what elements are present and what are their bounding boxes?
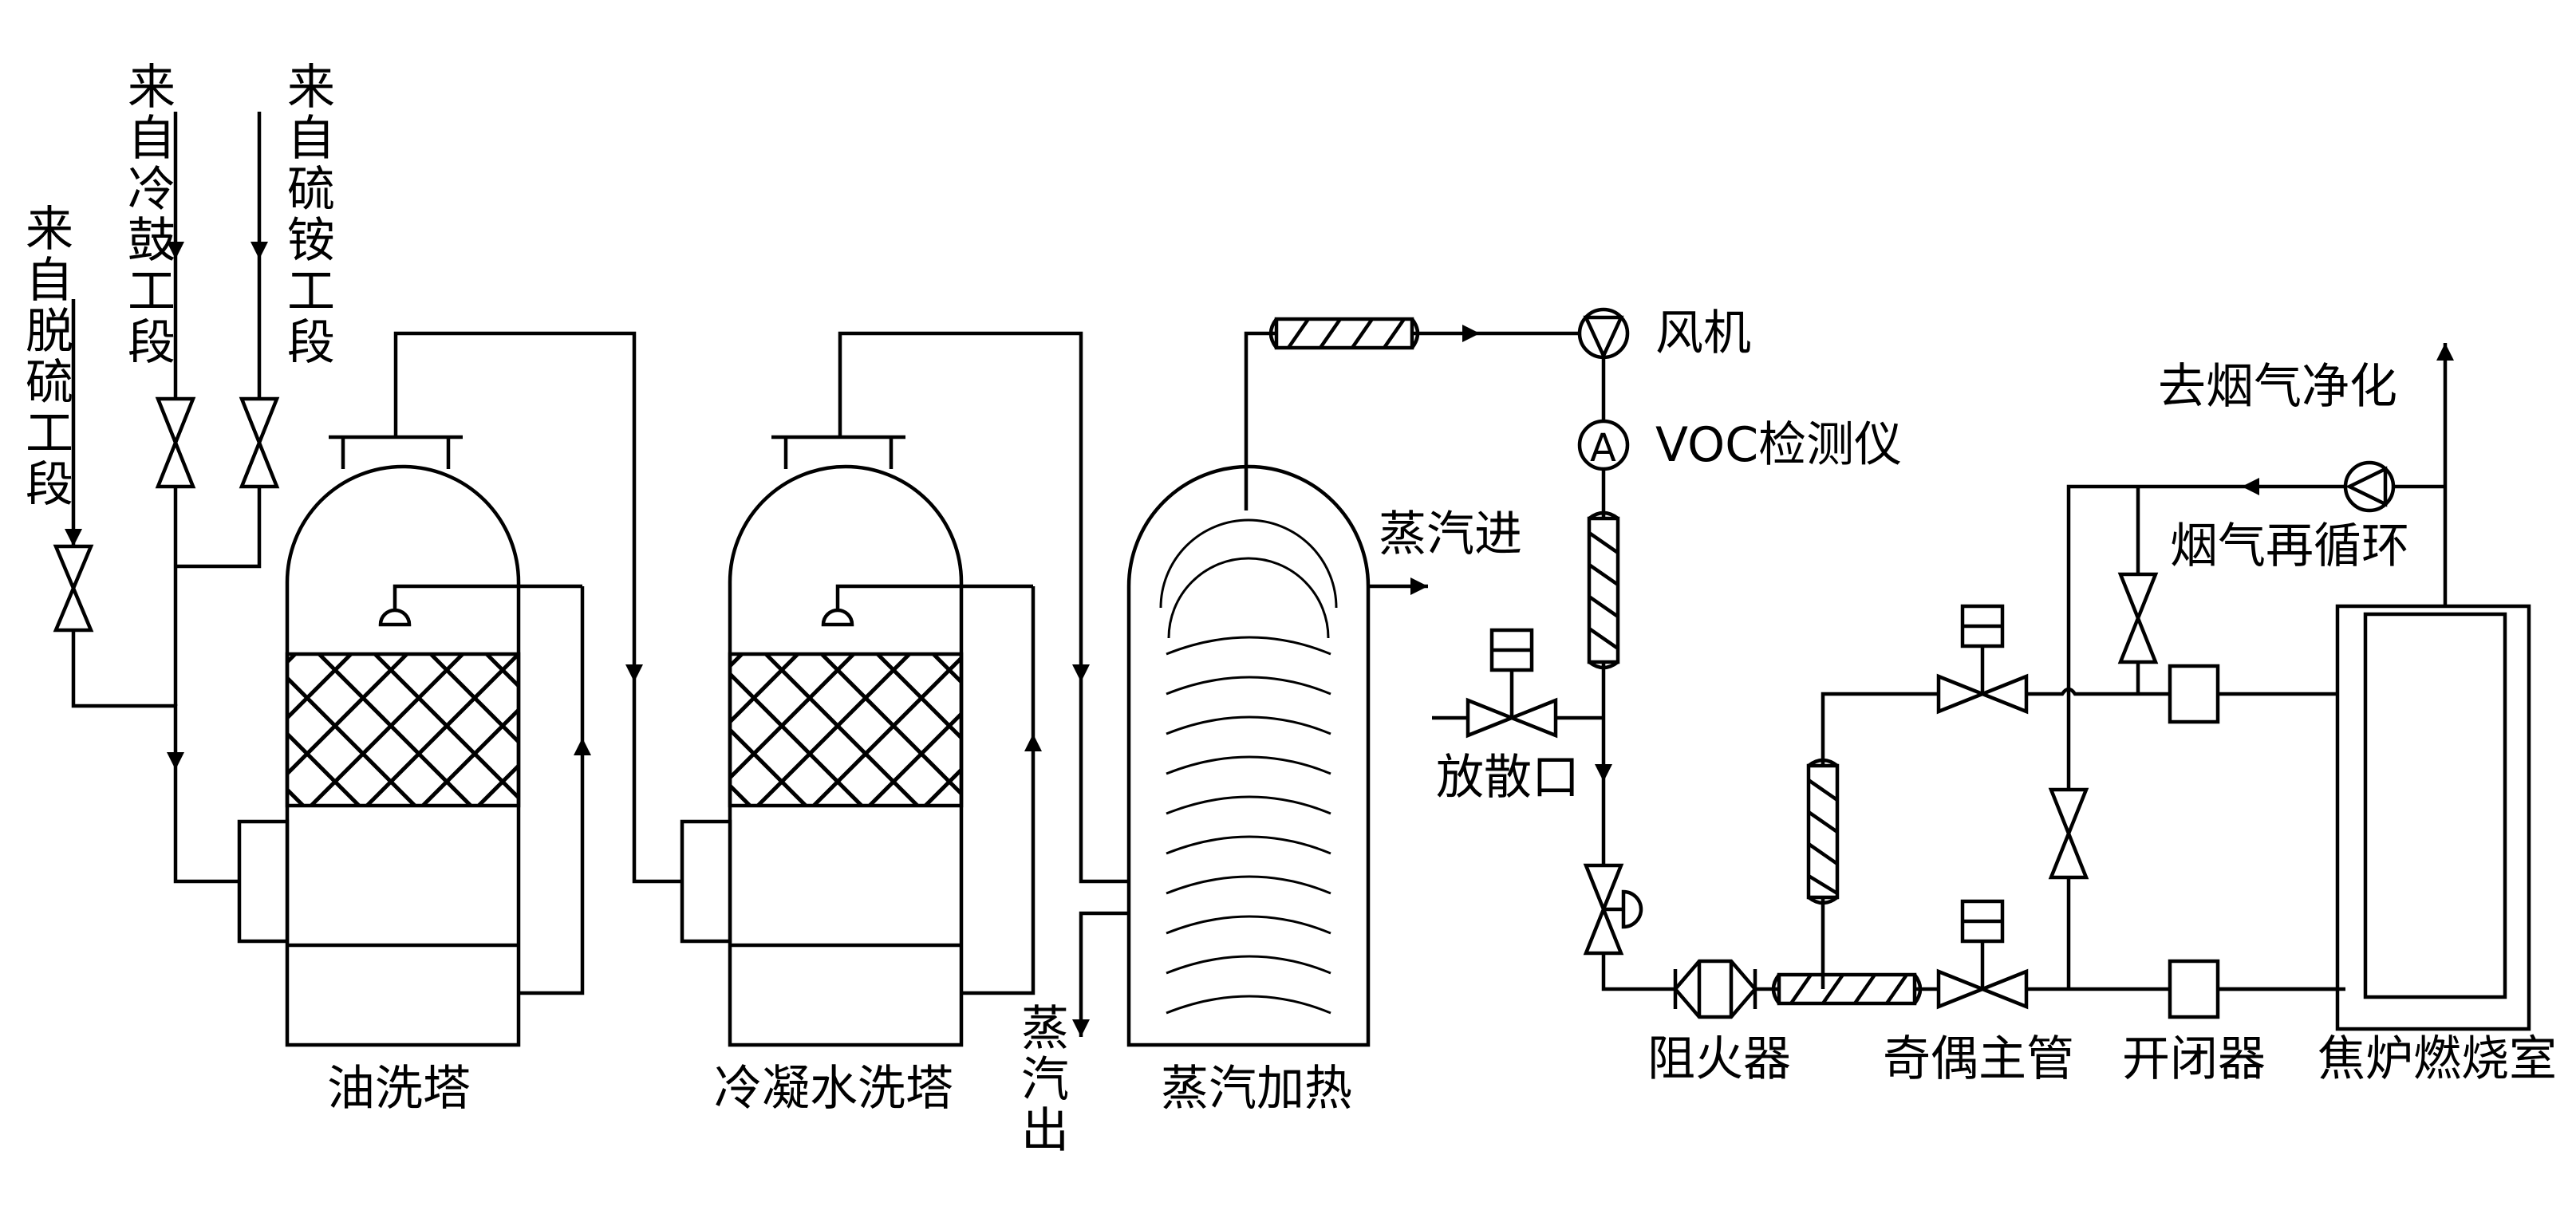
coke-oven-combustion-chamber[interactable] bbox=[2335, 604, 2531, 1031]
from-desulfur-char-3: 脱 bbox=[26, 304, 73, 360]
odd-even-main-pipe-label: 奇偶主管 bbox=[1883, 1031, 2074, 1087]
from-ammonium-sulfate-char-6: 段 bbox=[287, 315, 335, 371]
heat-trace-duct-bottom bbox=[1755, 972, 1939, 1006]
from-cooling-drum-label: 来 自 冷 鼓 工 段 bbox=[128, 60, 191, 371]
heat-trace-duct-branch bbox=[1806, 758, 1840, 905]
steam-out-char-2: 汽 bbox=[1021, 1052, 1069, 1108]
from-desulfur-char-1: 来 bbox=[26, 202, 73, 258]
from-desulfur-char-6: 段 bbox=[26, 457, 73, 513]
feed-valve-desulfur[interactable] bbox=[53, 544, 94, 633]
voc-detector[interactable]: A bbox=[1577, 419, 1630, 471]
oil-wash-tower-label: 油洗塔 bbox=[327, 1061, 471, 1117]
steam-out-char-1: 蒸 bbox=[1021, 1001, 1069, 1057]
opener-closer-upper[interactable] bbox=[2168, 664, 2220, 724]
even-main-control-valve[interactable] bbox=[1936, 899, 2029, 1010]
from-cooling-drum-char-6: 段 bbox=[128, 315, 176, 371]
heat-trace-duct-vertical bbox=[1587, 510, 1620, 670]
to-flue-gas-purification-label: 去烟气净化 bbox=[2158, 359, 2397, 415]
opener-closer-label: 开闭器 bbox=[2122, 1031, 2266, 1087]
steam-in-label: 蒸汽进 bbox=[1379, 506, 1522, 562]
steam-out-char-3: 出 bbox=[1021, 1103, 1069, 1159]
voc-detector-label: VOC检测仪 bbox=[1655, 417, 1902, 473]
recirculation-fan[interactable] bbox=[2343, 460, 2396, 513]
feed-valve-ammonium-sulfate[interactable] bbox=[239, 396, 280, 489]
oil-wash-tower[interactable] bbox=[237, 435, 582, 1047]
vent-label: 放散口 bbox=[1436, 750, 1580, 806]
main-gas-line bbox=[1595, 357, 1675, 991]
from-desulfur-char-2: 自 bbox=[26, 253, 73, 309]
odd-main-control-valve[interactable] bbox=[1936, 604, 2029, 715]
steam-heating-label: 蒸汽加热 bbox=[1161, 1061, 1352, 1117]
flue-gas-recirculation-label: 烟气再循环 bbox=[2170, 518, 2409, 574]
from-cooling-drum-char-4: 鼓 bbox=[128, 213, 176, 269]
from-cooling-drum-char-1: 来 bbox=[128, 60, 176, 116]
from-cooling-drum-char-2: 自 bbox=[128, 111, 176, 167]
from-ammonium-sulfate-char-4: 铵 bbox=[287, 213, 335, 269]
opener-closer-lower[interactable] bbox=[2168, 959, 2220, 1019]
from-desulfur-char-4: 硫 bbox=[26, 355, 73, 411]
steam-out-label: 蒸 汽 出 bbox=[1021, 1001, 1084, 1159]
from-cooling-drum-char-3: 冷 bbox=[128, 162, 176, 218]
recirculation-valve[interactable] bbox=[2117, 572, 2159, 664]
from-desulfur-label: 来 自 脱 硫 工 段 bbox=[26, 202, 89, 513]
steam-heater-connections bbox=[1072, 325, 1580, 1037]
oil-wash-connections bbox=[393, 331, 730, 995]
fan-label: 风机 bbox=[1655, 305, 1751, 361]
condensate-wash-connections bbox=[838, 331, 1129, 995]
from-ammonium-sulfate-char-1: 来 bbox=[287, 60, 335, 116]
condensate-wash-tower-label: 冷凝水洗塔 bbox=[714, 1061, 953, 1117]
oil-wash-packing bbox=[285, 652, 521, 808]
from-ammonium-sulfate-char-3: 硫 bbox=[287, 162, 335, 218]
steam-heater[interactable] bbox=[1126, 331, 1371, 1047]
flame-arrester-label: 阻火器 bbox=[1647, 1031, 1791, 1087]
branch-pipes bbox=[1821, 343, 2454, 991]
from-ammonium-sulfate-label: 来 自 硫 铵 工 段 bbox=[287, 60, 350, 371]
shutoff-valve[interactable] bbox=[1583, 863, 1643, 956]
from-ammonium-sulfate-char-5: 工 bbox=[287, 264, 335, 320]
from-cooling-drum-char-5: 工 bbox=[128, 264, 176, 320]
coke-oven-combustion-chamber-label: 焦炉燃烧室 bbox=[2318, 1031, 2557, 1087]
condensate-wash-packing bbox=[728, 652, 964, 808]
from-ammonium-sulfate-char-2: 自 bbox=[287, 111, 335, 167]
cross-valve[interactable] bbox=[2048, 787, 2089, 880]
flame-arrester[interactable] bbox=[1673, 959, 1757, 1019]
vent-control-valve[interactable] bbox=[1466, 628, 1558, 739]
condensate-wash-tower[interactable] bbox=[680, 435, 1033, 1047]
heat-trace-duct-top bbox=[1268, 317, 1420, 350]
from-desulfur-char-5: 工 bbox=[26, 406, 73, 462]
steam-heater-coils bbox=[1159, 518, 1338, 1015]
feed-valve-cooling-drum[interactable] bbox=[155, 396, 196, 489]
analyzer-symbol: A bbox=[1590, 426, 1616, 471]
fan-symbol[interactable] bbox=[1577, 307, 1630, 361]
